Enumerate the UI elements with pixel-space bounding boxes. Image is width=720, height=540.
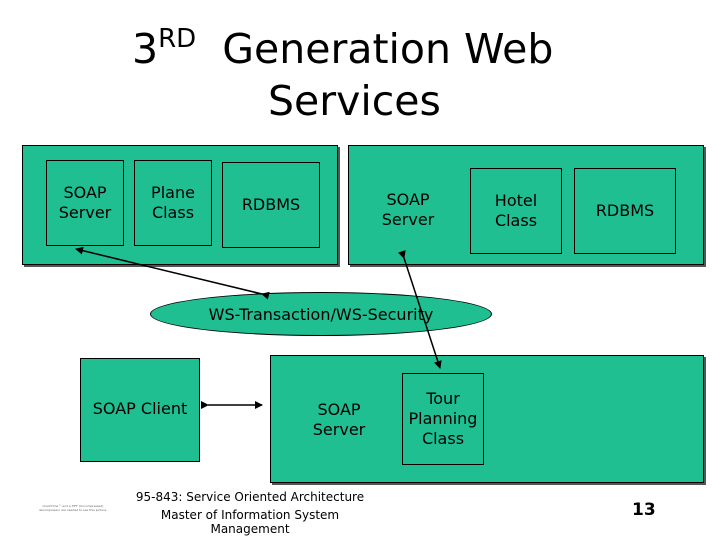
publisher-logo-placeholder: QuickTime™ and a TIFF (Uncompressed) dec… (38, 504, 108, 512)
title-line-1: 3RD Generation Web (132, 24, 554, 73)
left-soap-server: SOAP Server (46, 160, 124, 246)
soap-client: SOAP Client (80, 358, 200, 462)
bottom-soap-server: SOAP Server (306, 378, 372, 462)
footer-course: 95-843: Service Oriented Architecture (135, 490, 365, 504)
right-soap-server: SOAP Server (370, 168, 446, 252)
footer-program-line-2: Management (210, 522, 290, 536)
tour-planning-class: Tour Planning Class (402, 373, 484, 465)
title-superscript: RD (158, 24, 197, 54)
arrow-left-to-ellipse (75, 246, 270, 300)
arrow-hotel-to-tour (398, 250, 442, 369)
title-line-2: Services (268, 77, 441, 125)
footer-program-line-1: Master of Information System (160, 508, 340, 522)
left-rdbms: RDBMS (222, 162, 320, 248)
page-number: 13 (632, 500, 656, 520)
hotel-class: Hotel Class (470, 168, 562, 254)
plane-class: Plane Class (134, 160, 212, 246)
right-rdbms: RDBMS (574, 168, 676, 254)
